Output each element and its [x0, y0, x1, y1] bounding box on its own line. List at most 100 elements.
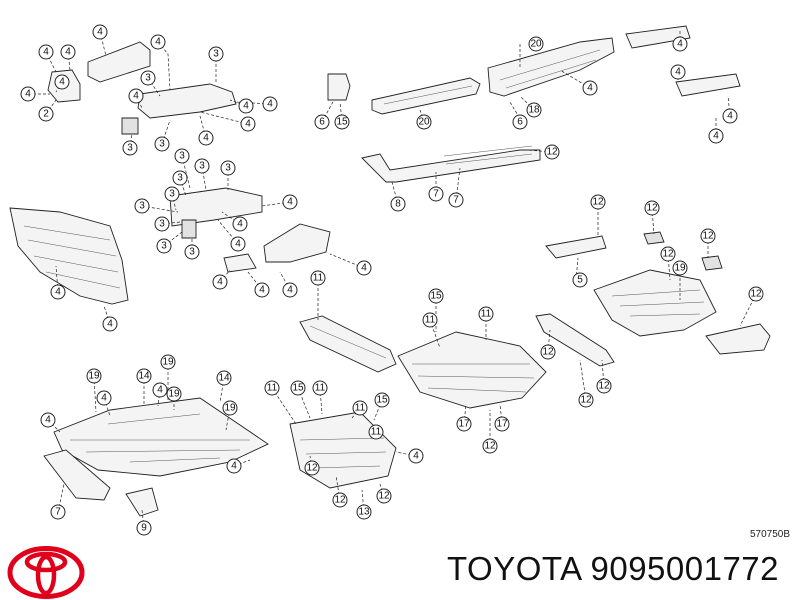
callout-number: 15: [292, 383, 304, 394]
callout-number: 4: [231, 461, 237, 472]
callout-12: 12: [700, 228, 716, 244]
callout-4: 4: [60, 44, 76, 60]
callout-3: 3: [172, 170, 188, 186]
callout-3: 3: [220, 160, 236, 176]
callout-12: 12: [332, 492, 348, 508]
callout-12: 12: [304, 460, 320, 476]
callout-4: 4: [282, 282, 298, 298]
callout-circle: [644, 200, 660, 216]
callout-circle: [86, 368, 102, 384]
callout-number: 3: [145, 73, 151, 84]
callout-6: 6: [314, 114, 330, 130]
callout-circle: [164, 186, 180, 202]
callout-number: 2: [43, 109, 49, 120]
callout-circle: [240, 116, 256, 132]
callout-circle: [708, 128, 724, 144]
callout-circle: [40, 412, 56, 428]
callout-3: 3: [140, 70, 156, 86]
callout-circle: [160, 354, 176, 370]
callout-15: 15: [290, 380, 306, 396]
callout-number: 4: [259, 285, 265, 296]
callout-6: 6: [512, 114, 528, 130]
callout-circle: [262, 96, 278, 112]
callout-circle: [96, 390, 112, 406]
callout-4: 4: [254, 282, 270, 298]
callout-20: 20: [416, 114, 432, 130]
callout-number: 4: [45, 415, 51, 426]
diagram-code: 570750B: [749, 529, 790, 540]
callout-number: 12: [598, 381, 610, 392]
callout-12: 12: [482, 438, 498, 454]
callout-4: 4: [230, 236, 246, 252]
callout-number: 4: [243, 101, 249, 112]
callout-number: 4: [101, 393, 107, 404]
callout-number: 4: [675, 67, 681, 78]
part-caption: TOYOTA 9095001772: [447, 550, 779, 588]
callout-circle: [416, 114, 432, 130]
callout-circle: [212, 274, 228, 290]
callout-circle: [700, 228, 716, 244]
callout-circle: [220, 160, 236, 176]
callout-number: 4: [267, 99, 273, 110]
callout-4: 4: [212, 274, 228, 290]
callout-number: 14: [138, 371, 150, 382]
callout-12: 12: [540, 344, 556, 360]
callout-circle: [596, 378, 612, 394]
callout-circle: [312, 380, 328, 396]
callout-5: 5: [572, 272, 588, 288]
callout-3: 3: [156, 238, 172, 254]
callout-11: 11: [310, 270, 326, 286]
callout-circle: [282, 194, 298, 210]
callout-17: 17: [456, 416, 472, 432]
callout-number: 8: [395, 199, 401, 210]
callout-circle: [238, 98, 254, 114]
callout-number: 15: [336, 117, 348, 128]
callout-number: 12: [542, 347, 554, 358]
callout-20: 20: [528, 36, 544, 52]
callout-4: 4: [54, 74, 70, 90]
callout-circle: [590, 194, 606, 210]
callout-3: 3: [134, 198, 150, 214]
callout-12: 12: [544, 144, 560, 160]
callout-number: 12: [546, 147, 558, 158]
callout-circle: [572, 272, 588, 288]
callout-circle: [310, 270, 326, 286]
callout-number: 12: [702, 231, 714, 242]
part-number: 9095001772: [590, 550, 780, 587]
callout-number: 4: [59, 77, 65, 88]
callout-circle: [172, 170, 188, 186]
callout-4: 4: [50, 284, 66, 300]
callout-number: 4: [245, 119, 251, 130]
callout-circle: [304, 460, 320, 476]
callout-number: 3: [161, 241, 167, 252]
callout-15: 15: [428, 288, 444, 304]
callout-4: 4: [128, 88, 144, 104]
callout-number: 4: [413, 451, 419, 462]
callout-4: 4: [102, 316, 118, 332]
callout-circle: [254, 282, 270, 298]
callout-number: 3: [177, 173, 183, 184]
callout-4: 4: [198, 130, 214, 146]
callout-number: 17: [496, 419, 508, 430]
callout-7: 7: [50, 504, 66, 520]
callout-circle: [428, 186, 444, 202]
callout-circle: [494, 416, 510, 432]
callout-circle: [540, 344, 556, 360]
callout-11: 11: [312, 380, 328, 396]
callout-circle: [528, 36, 544, 52]
callout-circle: [722, 108, 738, 124]
callout-circle: [368, 424, 384, 440]
callout-circle: [166, 386, 182, 402]
callout-number: 3: [127, 143, 133, 154]
callout-4: 4: [582, 80, 598, 96]
callout-12: 12: [644, 200, 660, 216]
callout-circle: [582, 80, 598, 96]
callout-circle: [374, 392, 390, 408]
callout-circle: [136, 520, 152, 536]
callout-number: 3: [159, 219, 165, 230]
callout-number: 14: [218, 373, 230, 384]
callout-11: 11: [368, 424, 384, 440]
callout-number: 7: [433, 189, 439, 200]
callout-4: 4: [96, 390, 112, 406]
